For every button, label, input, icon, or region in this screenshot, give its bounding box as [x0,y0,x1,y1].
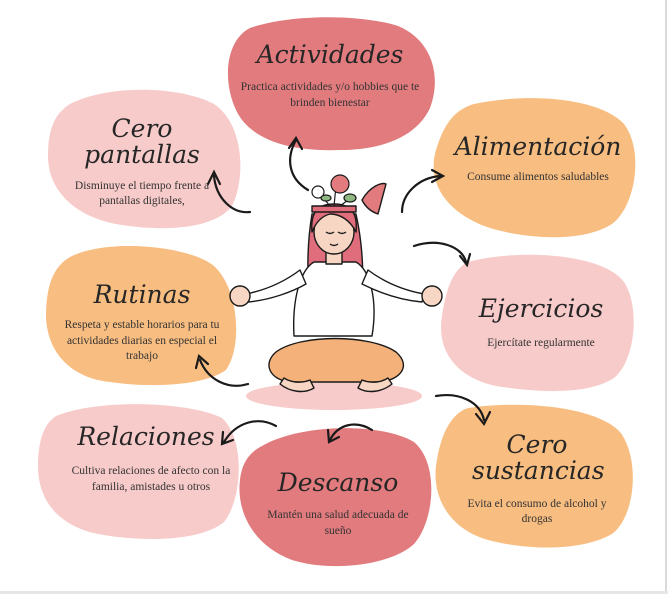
blob-actividades [227,17,435,151]
card-actividades: Actividades Practica actividades y/o hob… [232,40,428,111]
arrow-descanso [328,423,374,442]
card-title-ejercicios: Ejercicios [478,294,604,323]
flowers-growing-from-head-icon [311,174,357,207]
arrow-ejercicios [412,241,468,264]
card-desc-cero-pantallas: Disminuye el tiempo frente a pantallas d… [74,179,210,208]
card-title-actividades: Actividades [256,40,404,69]
blob-cero-sustancias [435,404,633,548]
card-desc-actividades: Practica actividades y/o hobbies que te … [240,81,420,109]
card-cero-sustancias: Cero sustancias Evita el consumo de alco… [446,430,628,528]
arrow-alimentacion [400,174,442,214]
arrow-relaciones [222,420,278,444]
card-title-rutinas: Rutinas [93,280,191,309]
card-cero-pantallas: Cero pantallas Disminuye el tiempo frent… [52,114,232,210]
card-title-cero-pantallas: Cero pantallas [84,114,200,170]
card-desc-relaciones: Cultiva relaciones de afecto con la fami… [71,465,231,493]
frame-bottom-edge [0,591,668,594]
card-descanso: Descanso Mantén una salud adecuada de su… [252,468,424,539]
card-relaciones: Relaciones Cultiva relaciones de afecto … [46,422,246,495]
card-desc-descanso: Mantén una salud adecuada de sueño [267,509,409,537]
arrow-actividades [289,138,310,192]
card-title-alimentacion: Alimentación [454,132,622,161]
arrow-cero-pantallas [212,174,252,214]
card-title-relaciones: Relaciones [77,422,215,451]
blob-descanso [239,428,432,567]
blob-ejercicios [441,254,634,392]
blob-cero-pantallas [48,89,241,229]
frame-right-edge [665,0,667,594]
card-ejercicios: Ejercicios Ejercítate regularmente [448,294,634,352]
arrow-cero-sustancias [434,394,486,422]
blob-rutinas [46,245,237,386]
arrows [194,135,492,446]
card-desc-alimentacion: Consume alimentos saludables [467,171,609,184]
meditating-woman-illustration [229,182,443,410]
card-alimentacion: Alimentación Consume alimentos saludable… [448,132,628,186]
card-rutinas: Rutinas Respeta y estable horarios para … [50,280,234,365]
card-title-cero-sustancias: Cero sustancias [472,430,605,486]
card-desc-ejercicios: Ejercítate regularmente [487,337,595,350]
card-desc-cero-sustancias: Evita el consumo de alcohol y drogas [467,497,607,526]
arrow-rutinas [198,358,250,387]
blob-relaciones [38,404,239,539]
card-desc-rutinas: Respeta y estable horarios para tu activ… [64,319,220,363]
blob-alimentacion [433,98,636,238]
card-title-descanso: Descanso [277,468,399,497]
